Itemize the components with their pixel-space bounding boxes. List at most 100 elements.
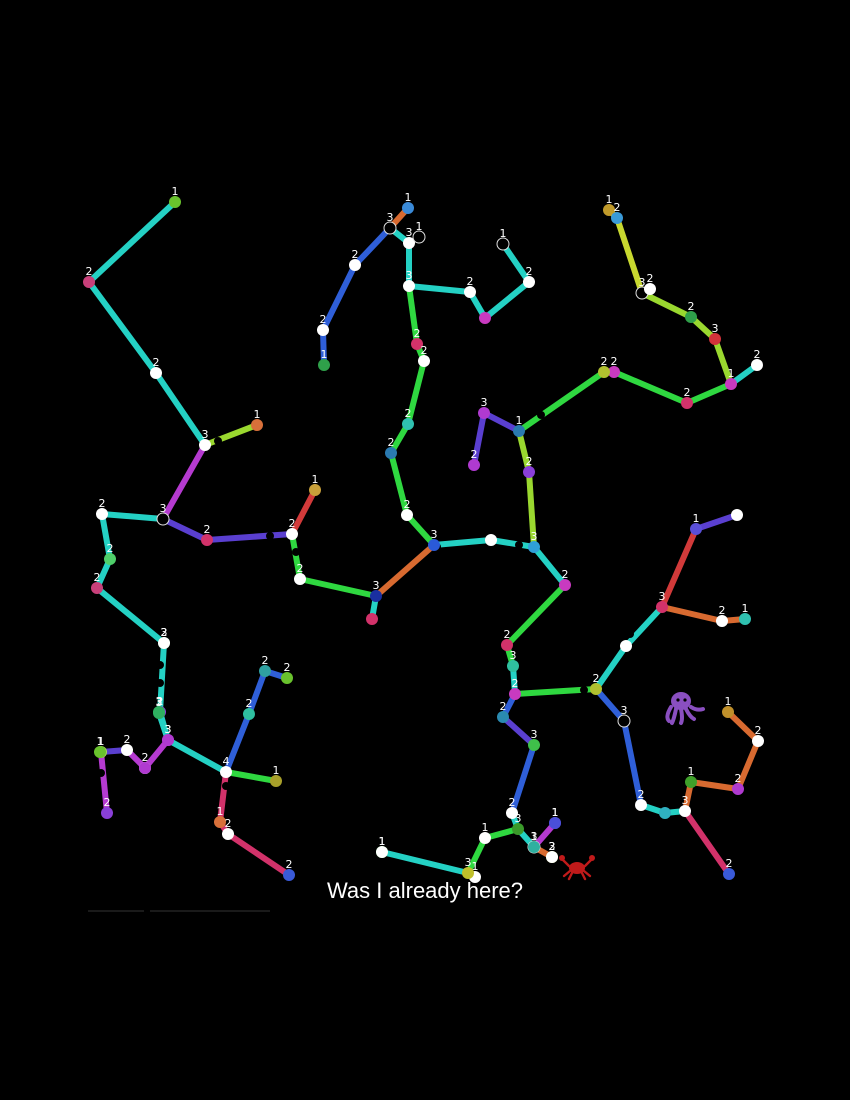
node-e10[interactable]: 1 <box>376 835 388 858</box>
node-d9[interactable]: 3 <box>656 590 668 613</box>
node-g1[interactable]: 1 <box>528 830 540 853</box>
node-d6[interactable]: 2 <box>497 700 509 723</box>
node-dot[interactable] <box>644 283 656 295</box>
node-c15[interactable]: 2 <box>523 455 535 478</box>
node-c10[interactable]: 2 <box>598 355 610 378</box>
node-e8[interactable]: 3 <box>462 856 474 879</box>
node-dot[interactable] <box>281 672 293 684</box>
node-f12[interactable]: 1 <box>214 805 226 828</box>
node-f5[interactable]: 2 <box>101 796 113 819</box>
node-dot[interactable] <box>509 688 521 700</box>
node-dot[interactable] <box>366 613 378 625</box>
node-d12[interactable] <box>731 509 743 521</box>
node-dot[interactable] <box>523 466 535 478</box>
node-a5[interactable]: 1 <box>251 408 263 431</box>
node-d8[interactable] <box>620 640 632 652</box>
node-dot[interactable] <box>349 259 361 271</box>
node-dot[interactable] <box>479 312 491 324</box>
node-d20[interactable]: 2 <box>752 724 764 747</box>
node-dot[interactable] <box>309 484 321 496</box>
node-b18[interactable]: 3 <box>428 528 440 551</box>
node-a7[interactable]: 2 <box>96 497 108 520</box>
node-dot[interactable] <box>507 660 519 672</box>
node-dot[interactable] <box>153 706 165 718</box>
node-a1[interactable]: 1 <box>169 185 181 208</box>
node-dot[interactable] <box>656 601 668 613</box>
node-dot[interactable] <box>412 230 426 244</box>
node-f11[interactable]: 1 <box>270 764 282 787</box>
node-b15[interactable]: 2 <box>402 407 414 430</box>
node-dot[interactable] <box>716 615 728 627</box>
node-dot[interactable] <box>401 509 413 521</box>
node-dot[interactable] <box>370 590 382 602</box>
node-dot[interactable] <box>199 439 211 451</box>
node-dot[interactable] <box>731 509 743 521</box>
node-dot[interactable] <box>318 359 330 371</box>
node-dot[interactable] <box>739 613 751 625</box>
node-dot[interactable] <box>512 823 524 835</box>
node-b16[interactable]: 2 <box>385 436 397 459</box>
node-dot[interactable] <box>94 746 106 758</box>
node-b2[interactable]: 3 <box>383 211 397 235</box>
node-c1[interactable]: 1 <box>603 193 615 216</box>
node-dot[interactable] <box>201 534 213 546</box>
node-dot[interactable] <box>479 832 491 844</box>
node-dot[interactable] <box>497 711 509 723</box>
node-a12[interactable]: 2 <box>294 562 306 585</box>
node-b12[interactable]: 1 <box>496 227 510 251</box>
node-a4[interactable]: 3 <box>199 428 211 451</box>
node-dot[interactable] <box>162 734 174 746</box>
node-dot[interactable] <box>617 714 631 728</box>
node-dot[interactable] <box>723 868 735 880</box>
node-c13[interactable]: 1 <box>513 414 525 437</box>
node-b19[interactable] <box>485 534 497 546</box>
node-d5[interactable]: 2 <box>590 672 602 695</box>
node-e3[interactable]: 1 <box>479 821 491 844</box>
node-dot[interactable] <box>611 212 623 224</box>
node-f7[interactable]: 3 <box>162 723 174 746</box>
node-f14[interactable]: 2 <box>283 858 295 881</box>
node-dot[interactable] <box>220 766 232 778</box>
node-dot[interactable] <box>385 447 397 459</box>
node-dot[interactable] <box>294 573 306 585</box>
node-d11[interactable]: 1 <box>690 512 702 535</box>
node-dot[interactable] <box>681 397 693 409</box>
node-c14[interactable]: 2 <box>468 448 480 471</box>
node-dot[interactable] <box>546 851 558 863</box>
node-dot[interactable] <box>559 579 571 591</box>
node-b17[interactable]: 2 <box>401 498 413 521</box>
node-dot[interactable] <box>428 539 440 551</box>
node-dot[interactable] <box>403 237 415 249</box>
node-b4[interactable]: 1 <box>412 220 426 244</box>
node-dot[interactable] <box>685 776 697 788</box>
node-dot[interactable] <box>376 846 388 858</box>
node-dot[interactable] <box>251 419 263 431</box>
node-dot[interactable] <box>259 665 271 677</box>
node-d13[interactable]: 1 <box>739 602 751 625</box>
node-d2[interactable]: 2 <box>501 628 513 651</box>
node-dot[interactable] <box>150 367 162 379</box>
node-dot[interactable] <box>403 280 415 292</box>
node-d17[interactable]: 3 <box>679 794 691 817</box>
node-d7[interactable]: 3 <box>528 728 540 751</box>
node-d22[interactable]: 2 <box>723 857 735 880</box>
node-c12[interactable]: 3 <box>478 396 490 419</box>
node-dot[interactable] <box>732 783 744 795</box>
node-a8[interactable]: 2 <box>104 542 116 565</box>
node-dot[interactable] <box>478 407 490 419</box>
node-a19[interactable] <box>366 613 378 625</box>
node-dot[interactable] <box>752 735 764 747</box>
node-b11[interactable]: 2 <box>523 265 535 288</box>
node-dot[interactable] <box>243 708 255 720</box>
node-b9[interactable]: 2 <box>464 275 476 298</box>
node-dot[interactable] <box>402 418 414 430</box>
node-d14[interactable]: 3 <box>617 704 631 728</box>
node-a3[interactable]: 2 <box>150 356 162 379</box>
node-dot[interactable] <box>169 196 181 208</box>
node-dot[interactable] <box>156 512 170 526</box>
node-dot[interactable] <box>214 816 226 828</box>
node-c4[interactable]: 2 <box>644 272 656 295</box>
node-f15[interactable]: 1 <box>94 735 106 758</box>
node-b10[interactable] <box>479 312 491 324</box>
